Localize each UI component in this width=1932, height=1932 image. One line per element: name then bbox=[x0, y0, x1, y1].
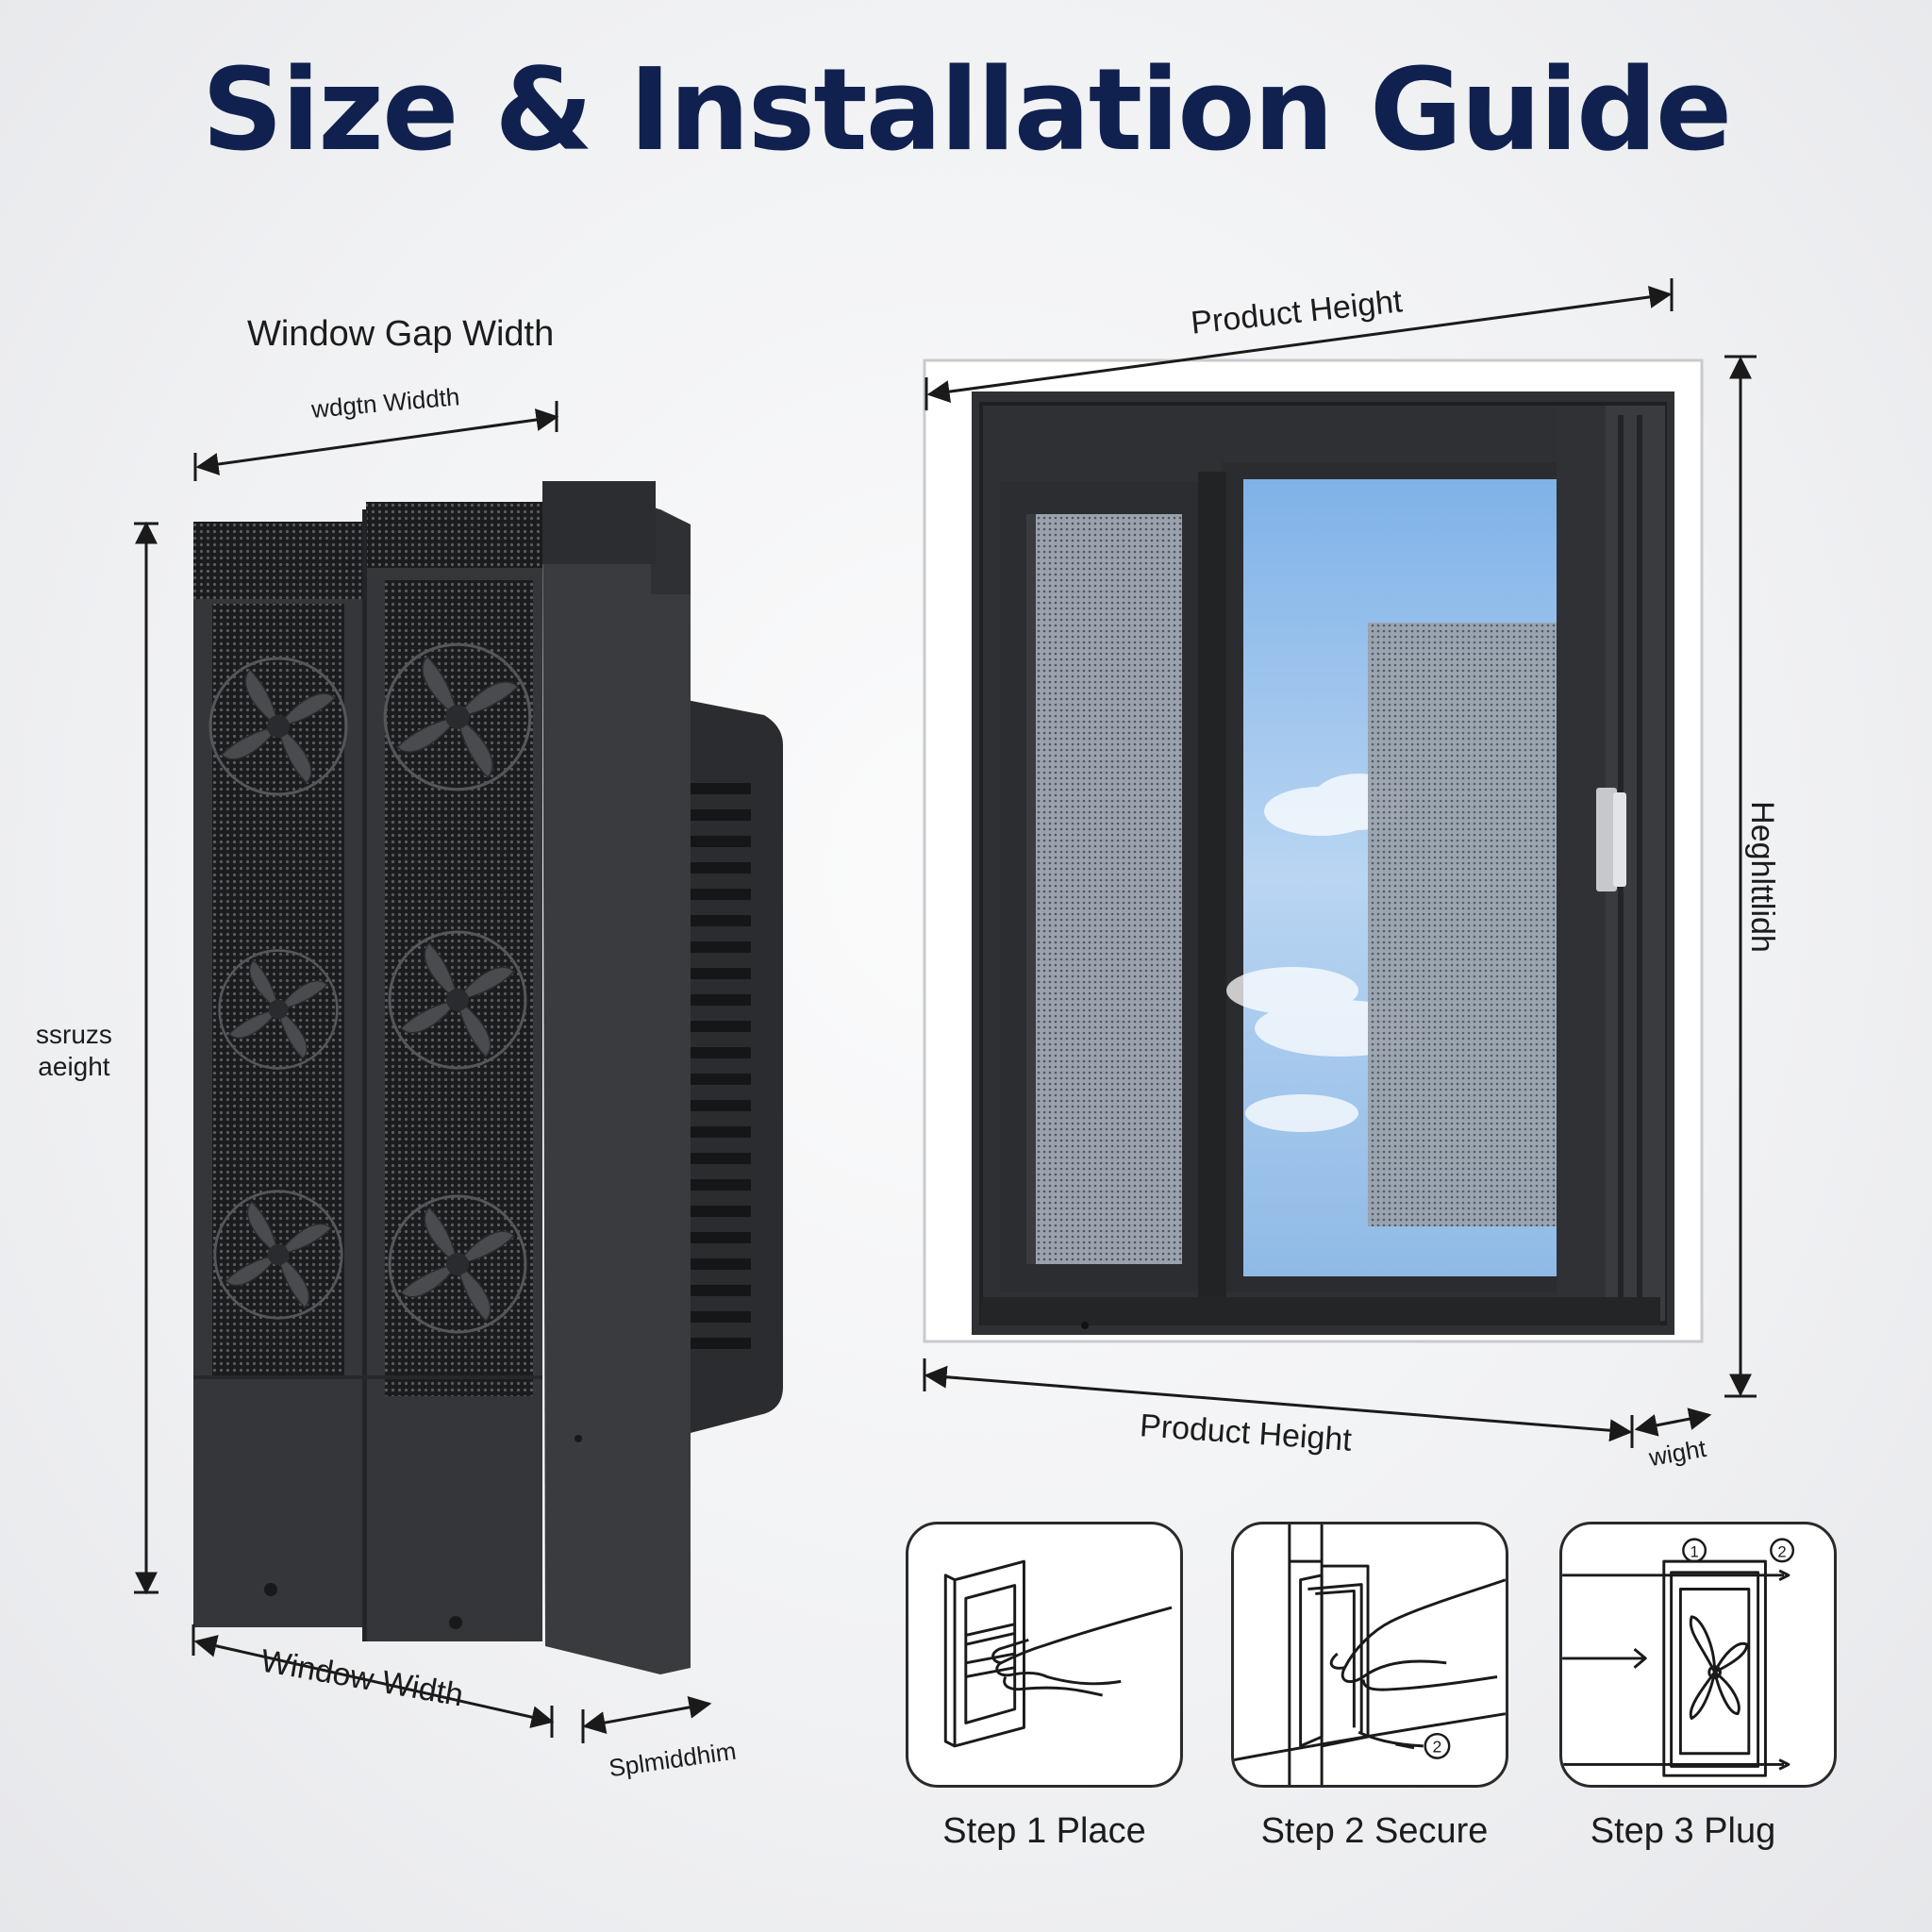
step-1-label: Step 1 Place bbox=[942, 1811, 1146, 1851]
window-gap-width-label: Window Gap Width bbox=[247, 314, 555, 354]
window-fan-unit bbox=[193, 481, 783, 1674]
fan-plug-icon: 1 2 bbox=[1562, 1538, 1795, 1777]
step-3-label: Step 3 Plug bbox=[1590, 1811, 1776, 1851]
step-1-card bbox=[906, 1522, 1183, 1788]
page-title: Size & Installation Guide bbox=[201, 45, 1733, 176]
hand-place-icon bbox=[943, 1559, 1173, 1748]
hand-secure-icon: 2 bbox=[1234, 1524, 1506, 1785]
step-3-card: 1 2 bbox=[1559, 1522, 1837, 1788]
step-2-card: 2 bbox=[1231, 1522, 1508, 1788]
window-right-dimension-label: Heghlttlidh bbox=[1743, 801, 1780, 953]
sliding-window bbox=[923, 358, 1704, 1343]
step-2-label: Step 2 Secure bbox=[1260, 1811, 1489, 1851]
step-3-marker-1: 1 bbox=[1690, 1542, 1698, 1560]
step-3-marker-2: 2 bbox=[1777, 1542, 1786, 1560]
fan-height-label: ssruzs aeight bbox=[36, 1020, 112, 1081]
step-2-marker: 2 bbox=[1433, 1738, 1442, 1757]
